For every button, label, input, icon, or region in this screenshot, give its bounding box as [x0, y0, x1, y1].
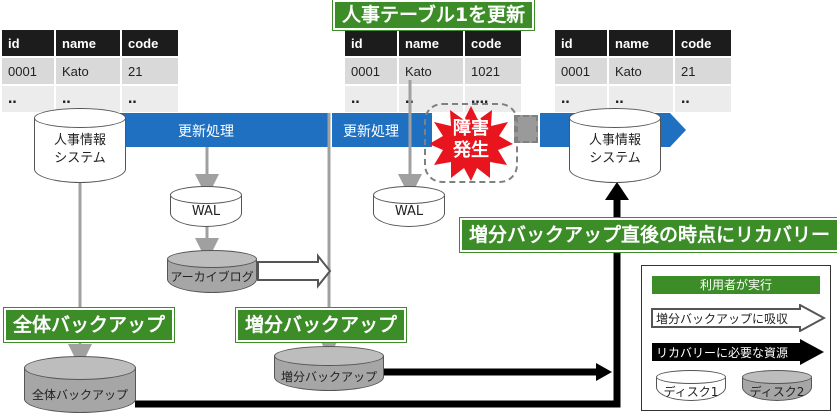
legend-absorb-label: 増分バックアップに吸収 [656, 312, 789, 326]
table-cell: ‥ [674, 84, 733, 112]
legend-disk2-label: ディスク2 [749, 385, 805, 399]
col-header-code: code [674, 30, 733, 57]
hr-system-disk-right: 人事情報システム [569, 108, 661, 184]
table-cell: 0001 [2, 56, 56, 85]
legend-resources-arrow-icon [652, 339, 824, 365]
hr-system-disk-left: 人事情報システム [34, 108, 126, 184]
legend-disk1-label: ディスク1 [663, 385, 719, 399]
full-backup-label: 全体バックアップ [4, 308, 175, 342]
legend-box: 利用者が実行 増分バックアップに吸収 リカバリーに必要な資源 ディスク1 ディス… [641, 265, 831, 411]
recovery-path-full [135, 196, 621, 408]
full-backup-disk-label: 全体バックアップ [31, 388, 128, 402]
failure-line1: 障害 [453, 118, 489, 139]
col-header-code: code [464, 30, 523, 57]
failure-starburst-icon [429, 106, 513, 181]
incremental-backup-disk-label: 増分バックアップ [280, 370, 377, 384]
table-cell: ‥ [345, 84, 399, 112]
hr-system2-line1: 人事情報 [588, 133, 641, 148]
table-cell-updated-code: 1021 [464, 56, 523, 85]
recovery-point-label: 増分バックアップ直後の時点にリカバリー [460, 218, 837, 252]
archive-log-disk: アーカイブログ [167, 250, 257, 294]
process-flow-arrowhead [670, 113, 686, 147]
failure-label: 障害発生 [428, 118, 514, 162]
table-cell: ‥ [121, 84, 180, 112]
absorb-arrow [257, 253, 332, 289]
legend-title: 利用者が実行 [652, 276, 820, 294]
process-flow-bar [118, 113, 330, 147]
col-header-name: name [55, 30, 122, 57]
incremental-arrowhead [596, 363, 612, 381]
table-cell: ‥ [555, 84, 609, 112]
table-cell: 21 [121, 56, 180, 85]
table-cell: 0001 [345, 56, 399, 85]
wal-disk-2: WAL [373, 186, 445, 228]
col-header-name: name [398, 30, 465, 57]
legend-absorb-arrow-icon [651, 304, 826, 332]
col-header-name: name [608, 30, 675, 57]
table-cell: ‥ [2, 84, 56, 112]
table-cell: Kato [608, 56, 675, 85]
hr-system2-line2: システム [589, 151, 641, 166]
full-backup-disk: 全体バックアップ [24, 356, 136, 414]
legend-disk1: ディスク1 [656, 370, 726, 402]
update-process-label-1: 更新処理 [178, 124, 234, 140]
failure-line2: 発生 [453, 140, 489, 161]
table-cell: 0001 [555, 56, 609, 85]
legend-resources-label: リカバリーに必要な資源 [656, 346, 789, 360]
update-table-label: 人事テーブル1を更新 [333, 0, 535, 30]
legend-disk2: ディスク2 [742, 370, 812, 402]
table-cell: 21 [674, 56, 733, 85]
wal-disk-1: WAL [170, 186, 242, 228]
archive-log-label: アーカイブログ [170, 270, 254, 284]
incremental-backup-label: 増分バックアップ [236, 308, 407, 342]
table-cell: ‥ [608, 84, 675, 112]
hr-system-line1: 人事情報 [53, 133, 106, 148]
col-header-id: id [555, 30, 609, 57]
col-header-id: id [2, 30, 56, 57]
process-flow-dashed-gap [514, 115, 538, 143]
col-header-code: code [121, 30, 180, 57]
recovery-arrowhead [605, 182, 629, 200]
update-process-label-2: 更新処理 [343, 124, 399, 140]
wal-label-1: WAL [191, 204, 221, 219]
hr-system-line2: システム [54, 151, 106, 166]
failure-dashed-box [424, 103, 518, 183]
process-flow-bar-2 [332, 113, 432, 147]
wal-label-2: WAL [394, 204, 424, 219]
col-header-id: id [345, 30, 399, 57]
incremental-backup-disk: 増分バックアップ [274, 346, 384, 392]
table-cell: Kato [55, 56, 122, 85]
